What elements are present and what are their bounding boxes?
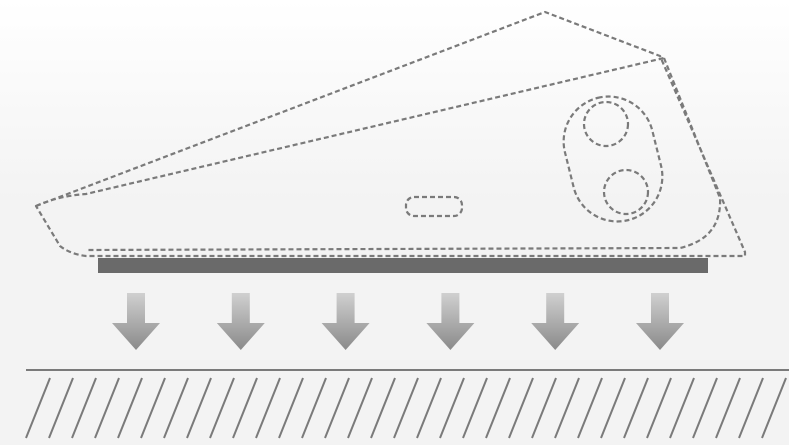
ground-surface: [25, 369, 789, 439]
slot-indicator: [404, 195, 464, 218]
hatch-line: [669, 377, 695, 439]
hatch-line: [163, 377, 189, 439]
hatch-line: [301, 377, 327, 439]
lower-lens: [602, 168, 650, 216]
hatch-line: [508, 377, 534, 439]
hatch-line: [370, 377, 396, 439]
device-outline: [34, 10, 747, 258]
down-arrow-icon: [112, 293, 160, 350]
down-arrow-icon: [426, 293, 475, 350]
hatch-line: [485, 377, 511, 439]
hatch-line: [117, 377, 143, 439]
hatch-line: [439, 377, 465, 439]
hatch-line: [738, 377, 764, 439]
lens-housing: [562, 95, 664, 223]
hatch-line: [692, 377, 718, 439]
hatch-line: [232, 377, 258, 439]
hatch-line: [531, 377, 557, 439]
pressure-arrows: [112, 293, 684, 350]
hatch-line: [646, 377, 672, 439]
down-arrow-icon: [216, 293, 265, 350]
hatch-line: [623, 377, 649, 439]
hatch-line: [255, 377, 281, 439]
hatch-line: [186, 377, 212, 439]
device-body-outline: [34, 10, 747, 258]
down-arrow-icon: [531, 293, 580, 350]
hatch-line: [715, 377, 741, 439]
hatch-line: [278, 377, 304, 439]
hatch-line: [347, 377, 373, 439]
hatch-line: [324, 377, 350, 439]
down-arrow-icon: [321, 293, 370, 350]
hatch-line: [554, 377, 580, 439]
hatch-line: [577, 377, 603, 439]
hatch-line: [94, 377, 120, 439]
down-arrow-icon: [636, 293, 684, 350]
contact-plate: [98, 258, 708, 273]
hatch-line: [600, 377, 626, 439]
hatch-line: [48, 377, 74, 439]
hatch-line: [25, 377, 51, 439]
hatch-line: [761, 377, 787, 439]
device-front-bevel: [85, 57, 722, 252]
ground-hatching: [25, 377, 787, 439]
hatch-line: [393, 377, 419, 439]
upper-lens: [582, 100, 630, 148]
device-top-edge: [35, 56, 665, 208]
hatch-line: [140, 377, 166, 439]
hatch-line: [462, 377, 488, 439]
hatch-line: [416, 377, 442, 439]
hatch-line: [209, 377, 235, 439]
hatch-line: [71, 377, 97, 439]
